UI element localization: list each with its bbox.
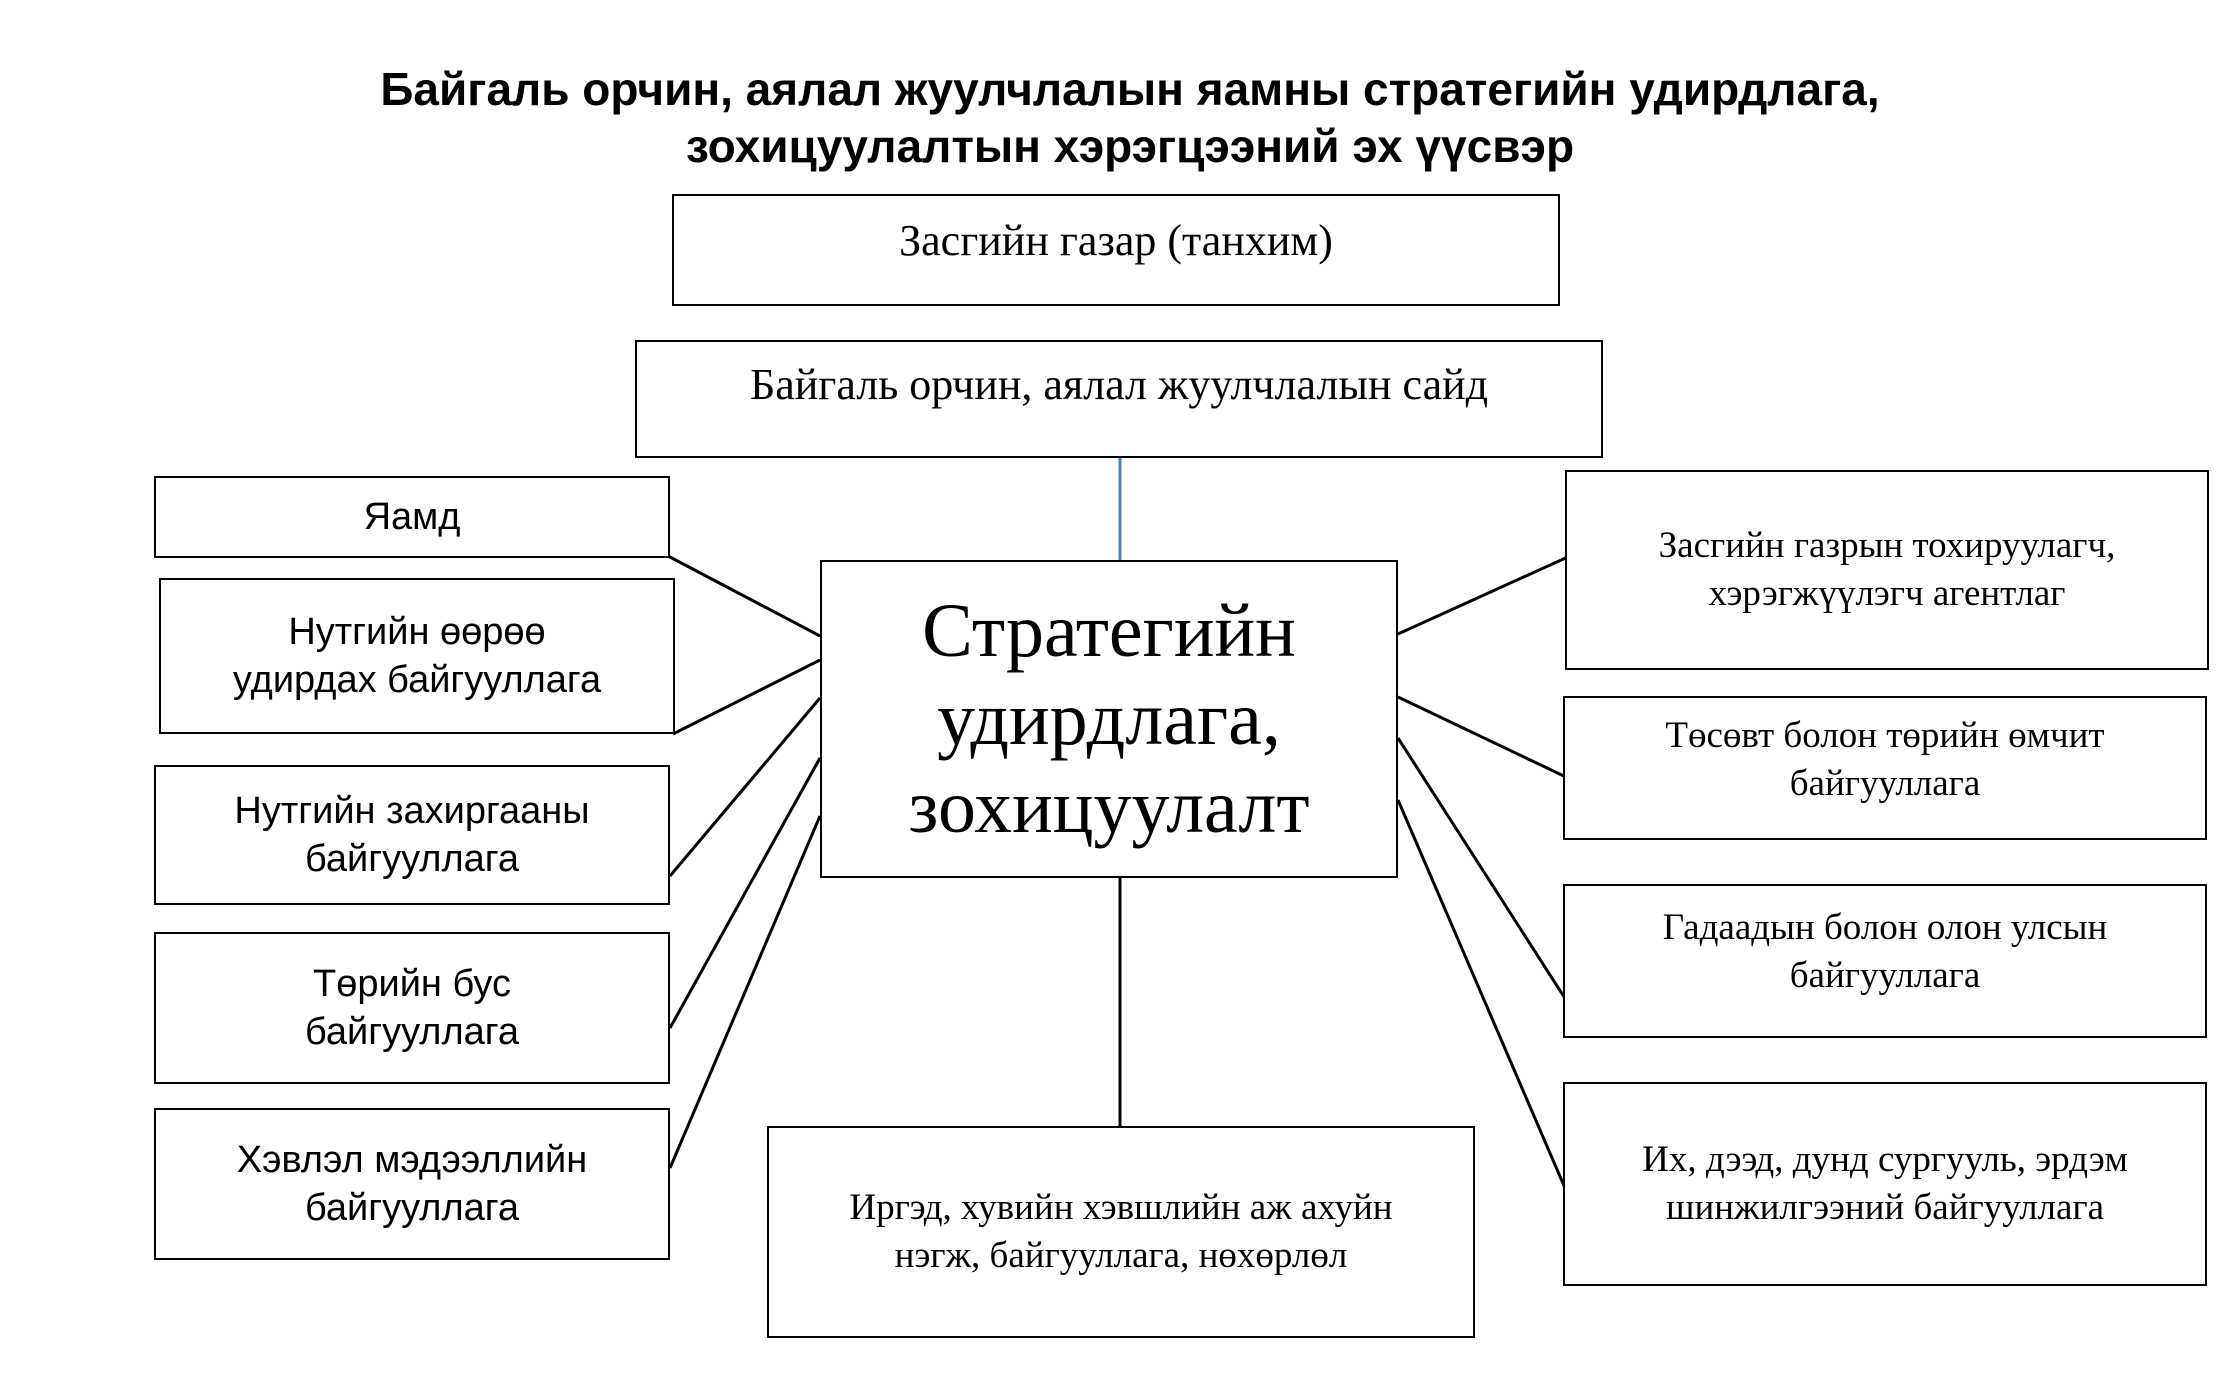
connector-media <box>668 815 822 1169</box>
diagram-title-line-2: зохицуулалтын хэрэгцээний эх үүсвэр <box>685 120 1575 172</box>
connector-budget-state-owned <box>1397 695 1569 780</box>
connector-local-self-government <box>672 658 821 736</box>
box-local-administration-line-1: Нутгийн захиргааны <box>234 790 590 832</box>
connector-ngo <box>668 757 822 1029</box>
box-academia-line-2: шинжилгээний байгууллага <box>1665 1187 2105 1228</box>
center-line-1: Стратегийн <box>922 589 1296 673</box>
box-media: Хэвлэл мэдээллийн байгууллага <box>154 1108 670 1260</box>
box-international-line-1: Гадаадын болон олон улсын <box>1662 907 2108 948</box>
box-center-strategic-management: Стратегийн удирдлага, зохицуулалт <box>820 560 1398 878</box>
box-media-line-2: байгууллага <box>305 1187 519 1229</box>
box-ministries: Яамд <box>154 476 670 558</box>
center-line-2: удирдлага, <box>937 677 1281 761</box>
box-citizens-private-sector-line-1: Иргэд, хувийн хэвшлийн аж ахуйн <box>849 1187 1393 1228</box>
box-academia: Их, дээд, дунд сургууль, эрдэм шинжилгээ… <box>1563 1082 2207 1286</box>
box-citizens-private-sector-line-2: нэгж, байгууллага, нөхөрлөл <box>894 1235 1348 1276</box>
box-minister-label: Байгаль орчин, аялал жуулчлалын сайд <box>749 360 1489 409</box>
box-agencies-line-1: Засгийн газрын тохируулагч, <box>1658 525 2116 566</box>
box-ngo-line-1: Төрийн бус <box>313 963 511 1005</box>
connector-international <box>1396 737 1570 1004</box>
box-government-label: Засгийн газар (танхим) <box>899 216 1333 265</box>
box-citizens-private-sector: Иргэд, хувийн хэвшлийн аж ахуйн нэгж, ба… <box>767 1126 1475 1338</box>
box-local-self-government: Нутгийн өөрөө удирдах байгууллага <box>159 578 675 734</box>
connector-agencies <box>1397 554 1571 636</box>
center-line-3: зохицуулалт <box>908 765 1310 849</box>
box-budget-state-owned-line-1: Төсөвт болон төрийн өмчит <box>1665 715 2105 756</box>
connector-ministries <box>667 554 821 638</box>
box-international-line-2: байгууллага <box>1789 955 1981 996</box>
box-minister: Байгаль орчин, аялал жуулчлалын сайд <box>635 340 1603 458</box>
box-local-administration: Нутгийн захиргааны байгууллага <box>154 765 670 905</box>
box-local-self-government-line-1: Нутгийн өөрөө <box>288 611 546 653</box>
box-international: Гадаадын болон олон улсын байгууллага <box>1563 884 2207 1038</box>
box-budget-state-owned-line-2: байгууллага <box>1789 763 1981 804</box>
box-government: Засгийн газар (танхим) <box>672 194 1560 306</box>
diagram-title-line-1: Байгаль орчин, аялал жуулчлалын яамны ст… <box>380 63 1880 115</box>
box-agencies: Засгийн газрын тохируулагч, хэрэгжүүлэгч… <box>1565 470 2209 670</box>
box-agencies-line-2: хэрэгжүүлэгч агентлаг <box>1708 573 2066 614</box>
box-budget-state-owned: Төсөвт болон төрийн өмчит байгууллага <box>1563 696 2207 840</box>
box-ministries-label: Яамд <box>363 496 461 538</box>
connector-local-administration <box>668 697 822 877</box>
box-ngo-line-2: байгууллага <box>305 1011 519 1053</box>
box-local-self-government-line-2: удирдах байгууллага <box>232 659 602 701</box>
box-local-administration-line-2: байгууллага <box>305 838 519 880</box>
box-ngo: Төрийн бус байгууллага <box>154 932 670 1084</box>
box-academia-line-1: Их, дээд, дунд сургууль, эрдэм <box>1642 1139 2128 1180</box>
box-media-line-1: Хэвлэл мэдээллийн <box>236 1139 588 1181</box>
